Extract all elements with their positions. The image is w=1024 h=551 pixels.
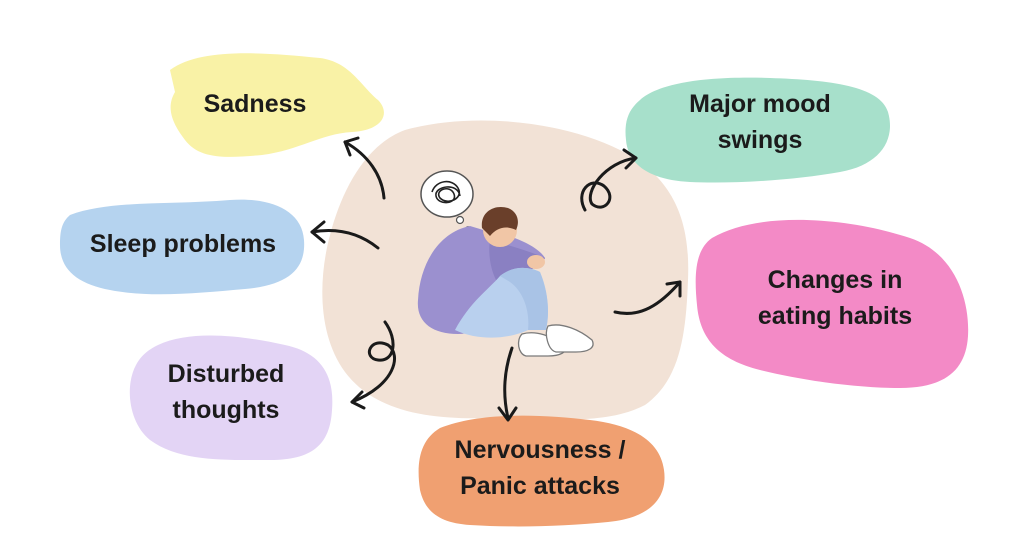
mood-line-2: swings <box>717 126 803 154</box>
arrowhead-disturbed <box>350 390 366 410</box>
nervousness-line-1: Nervousness / <box>454 436 626 464</box>
mood-swings-label: Major mood swings <box>660 86 860 158</box>
arrow-to-nervousness <box>503 346 514 420</box>
arrow-to-sleep <box>310 229 380 250</box>
arrowhead-sadness <box>343 136 360 157</box>
nervousness-blob <box>418 415 665 527</box>
arrowhead-mood <box>622 148 638 170</box>
sadness-label: Sadness <box>170 86 340 122</box>
hair <box>481 206 518 236</box>
scribble-thought-bubble-icon <box>420 170 474 232</box>
nervousness-line-2: Panic attacks <box>460 472 620 500</box>
sleep-problems-label: Sleep problems <box>70 226 296 262</box>
sadness-blob <box>170 53 384 157</box>
disturbed-thoughts-label: Disturbed thoughts <box>136 356 316 428</box>
arrowhead-nervousness <box>497 406 518 422</box>
disturbed-blob <box>129 335 333 461</box>
sadness-text: Sadness <box>203 90 307 118</box>
mood-line-1: Major mood <box>689 90 831 118</box>
eating-habits-label: Changes in eating habits <box>725 262 945 334</box>
eating-line-2: eating habits <box>757 302 913 330</box>
sleep-blob <box>60 199 305 295</box>
eating-blob <box>695 219 969 388</box>
disturbed-line-2: thoughts <box>172 396 280 424</box>
person-sitting-illustration <box>417 206 594 357</box>
nervousness-label: Nervousness / Panic attacks <box>430 432 650 504</box>
mood-blob <box>625 77 890 183</box>
arrow-to-disturbed <box>350 320 397 404</box>
arrow-to-eating <box>613 280 682 315</box>
arrowhead-sleep <box>310 220 326 244</box>
right-shoe <box>545 324 594 353</box>
eating-line-1: Changes in <box>767 266 903 294</box>
arrow-to-mood <box>580 156 638 212</box>
arrowhead-eating <box>665 280 682 298</box>
disturbed-line-1: Disturbed <box>167 360 285 388</box>
sleep-problems-text: Sleep problems <box>89 230 277 258</box>
arrow-to-sadness <box>343 140 386 200</box>
